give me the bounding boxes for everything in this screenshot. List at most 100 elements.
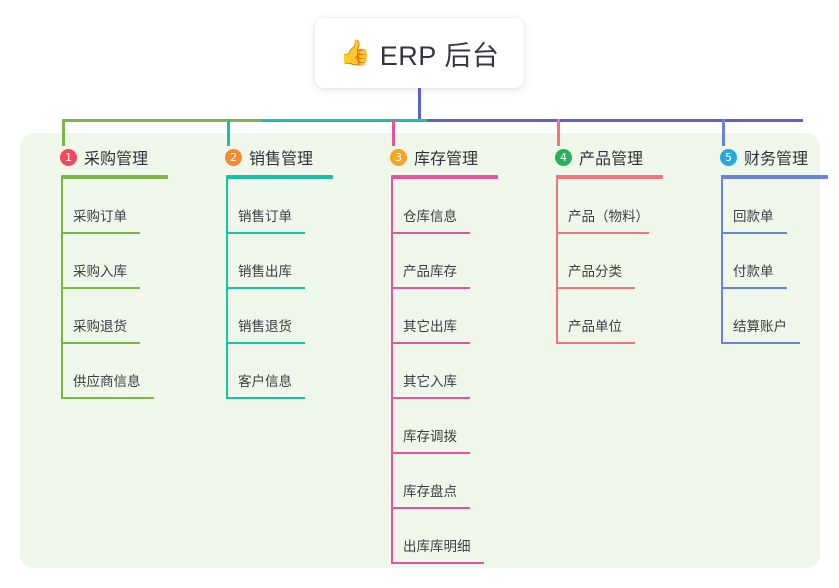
branch-badge-2: 2 bbox=[225, 148, 242, 166]
branch-badge-3: 3 bbox=[390, 148, 407, 166]
branch-item[interactable]: 结算账户 bbox=[700, 289, 828, 344]
drop-connector-3 bbox=[392, 119, 395, 146]
branch-item[interactable]: 销售出库 bbox=[205, 234, 333, 289]
branch-item-label: 产品单位 bbox=[568, 319, 622, 334]
branch-item[interactable]: 产品单位 bbox=[535, 289, 663, 344]
branch-item[interactable]: 其它出库 bbox=[370, 289, 498, 344]
branch-item[interactable]: 采购退货 bbox=[40, 289, 168, 344]
branch-item-label: 销售订单 bbox=[238, 209, 292, 224]
drop-connector-2 bbox=[227, 119, 230, 146]
branch-item[interactable]: 销售退货 bbox=[205, 289, 333, 344]
branch-item-underline bbox=[556, 342, 635, 344]
branch-header-5[interactable]: 5 财务管理 bbox=[700, 145, 828, 169]
branch-item-underline bbox=[391, 287, 470, 289]
branch-item-label: 采购入库 bbox=[73, 264, 127, 279]
thumbs-up-icon: 👍 bbox=[339, 39, 371, 67]
branch-underline-2 bbox=[226, 175, 333, 179]
branch-item-label: 采购订单 bbox=[73, 209, 127, 224]
branch-item-label: 库存调拨 bbox=[403, 429, 457, 444]
root-node-erp-backend[interactable]: 👍 ERP 后台 bbox=[315, 18, 524, 88]
branch-item[interactable]: 库存盘点 bbox=[370, 454, 498, 509]
root-stem-connector bbox=[418, 88, 421, 122]
branch-item-label: 出库库明细 bbox=[403, 539, 471, 554]
branch-underline-3 bbox=[391, 175, 498, 179]
branch-item[interactable]: 付款单 bbox=[700, 234, 828, 289]
branch-item-underline bbox=[721, 287, 787, 289]
branch-item-label: 其它出库 bbox=[403, 319, 457, 334]
branch-item-underline bbox=[61, 397, 154, 399]
branch-item-label: 产品库存 bbox=[403, 264, 457, 279]
bus-green-connector bbox=[62, 119, 262, 122]
branch-items-1: 采购订单采购入库采购退货供应商信息 bbox=[40, 179, 168, 399]
branch-column-5: 5 财务管理回款单付款单结算账户 bbox=[700, 145, 828, 344]
branch-items-4: 产品（物料） 产品分类产品单位 bbox=[535, 179, 663, 344]
bus-blue-connector bbox=[427, 119, 803, 122]
branch-item-label: 结算账户 bbox=[733, 319, 787, 334]
branch-item-underline bbox=[226, 232, 305, 234]
branch-trunk-2 bbox=[226, 179, 228, 399]
branch-item[interactable]: 采购入库 bbox=[40, 234, 168, 289]
branch-item-underline bbox=[556, 287, 635, 289]
branch-item-label: 销售退货 bbox=[238, 319, 292, 334]
branch-underline-4 bbox=[556, 175, 663, 179]
branch-header-3[interactable]: 3 库存管理 bbox=[370, 145, 498, 169]
branch-item-label: 采购退货 bbox=[73, 319, 127, 334]
branch-column-3: 3 库存管理仓库信息产品库存其它出库其它入库库存调拨库存盘点出库库明细 bbox=[370, 145, 498, 564]
drop-connector-4 bbox=[557, 119, 560, 146]
branch-trunk-3 bbox=[391, 179, 393, 564]
branch-item-underline bbox=[391, 232, 470, 234]
branch-item[interactable]: 销售订单 bbox=[205, 179, 333, 234]
branch-item-label: 付款单 bbox=[733, 264, 774, 279]
drop-connector-5 bbox=[722, 119, 725, 146]
branch-item-underline bbox=[391, 452, 470, 454]
branch-item-label: 其它入库 bbox=[403, 374, 457, 389]
branch-item-underline bbox=[226, 397, 305, 399]
branch-trunk-4 bbox=[556, 179, 558, 344]
branch-title-3: 库存管理 bbox=[414, 151, 479, 168]
branch-item-underline bbox=[226, 342, 305, 344]
branch-item-label: 仓库信息 bbox=[403, 209, 457, 224]
branch-item-label: 产品分类 bbox=[568, 264, 622, 279]
branch-item-underline bbox=[721, 232, 787, 234]
branch-item-underline bbox=[391, 342, 470, 344]
branch-item[interactable]: 出库库明细 bbox=[370, 509, 498, 564]
branch-item[interactable]: 产品（物料） bbox=[535, 179, 663, 234]
branch-items-3: 仓库信息产品库存其它出库其它入库库存调拨库存盘点出库库明细 bbox=[370, 179, 498, 564]
branch-item-underline bbox=[61, 232, 140, 234]
branch-title-5: 财务管理 bbox=[744, 151, 809, 168]
branch-item[interactable]: 产品库存 bbox=[370, 234, 498, 289]
branch-item-label: 回款单 bbox=[733, 209, 774, 224]
branch-item-underline bbox=[61, 342, 140, 344]
branch-trunk-5 bbox=[721, 179, 723, 344]
branch-item-underline bbox=[391, 397, 470, 399]
branch-item[interactable]: 库存调拨 bbox=[370, 399, 498, 454]
branch-item[interactable]: 其它入库 bbox=[370, 344, 498, 399]
branch-item-label: 供应商信息 bbox=[73, 374, 141, 389]
branch-item[interactable]: 供应商信息 bbox=[40, 344, 168, 399]
branch-item-underline bbox=[391, 507, 470, 509]
branch-item-underline bbox=[61, 287, 140, 289]
branch-item-label: 客户信息 bbox=[238, 374, 292, 389]
branch-badge-5: 5 bbox=[720, 148, 737, 166]
branch-item[interactable]: 回款单 bbox=[700, 179, 828, 234]
drop-connector-1 bbox=[62, 119, 65, 146]
branch-title-4: 产品管理 bbox=[579, 151, 644, 168]
branch-trunk-1 bbox=[61, 179, 63, 399]
branch-item[interactable]: 客户信息 bbox=[205, 344, 333, 399]
branch-title-1: 采购管理 bbox=[84, 151, 149, 168]
branch-underline-1 bbox=[61, 175, 168, 179]
branch-item[interactable]: 仓库信息 bbox=[370, 179, 498, 234]
branch-underline-5 bbox=[721, 175, 828, 179]
branch-item[interactable]: 产品分类 bbox=[535, 234, 663, 289]
branch-item[interactable]: 采购订单 bbox=[40, 179, 168, 234]
diagram-background-panel bbox=[20, 133, 820, 568]
branch-item-underline bbox=[721, 342, 800, 344]
branch-items-5: 回款单付款单结算账户 bbox=[700, 179, 828, 344]
